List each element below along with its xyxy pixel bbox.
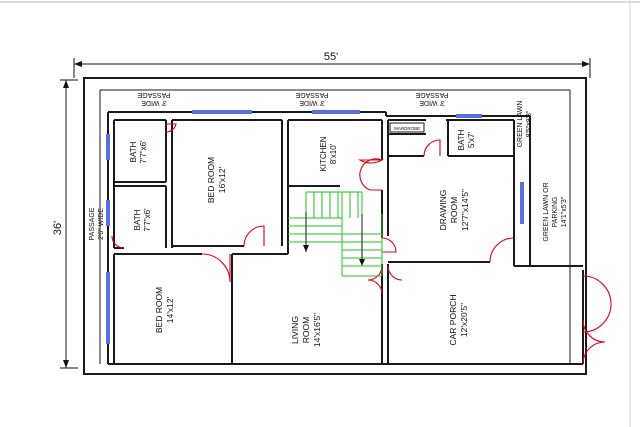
svg-text:14'x12': 14'x12': [165, 296, 175, 323]
width-label: 55': [324, 51, 338, 63]
top-passage-left: 3' WIDE PASSAGE: [137, 91, 170, 106]
windows: [106, 110, 524, 344]
room-bed-room-2: BED ROOM 14'x12': [154, 287, 175, 333]
plot-boundary: [83, 77, 587, 375]
room-bath-3: BATH 5'x7': [457, 129, 476, 150]
svg-text:BATH: BATH: [457, 129, 466, 150]
svg-text:14'1"x5'3": 14'1"x5'3": [561, 196, 568, 227]
svg-text:ROOM: ROOM: [449, 197, 459, 223]
svg-text:GREEN LAWN: GREEN LAWN: [517, 101, 524, 148]
svg-text:ROOM: ROOM: [301, 317, 311, 343]
room-kitchen: KITCHEN 8'x10': [319, 136, 338, 171]
room-drawing-room: DRAWING ROOM 12'7"x14'5": [438, 189, 470, 231]
svg-text:BED ROOM: BED ROOM: [154, 287, 164, 333]
svg-text:BATH: BATH: [133, 209, 142, 230]
svg-text:BED ROOM: BED ROOM: [206, 157, 216, 203]
green-lawn-parking: GREEN LAWN OR PARKING 14'1"x5'3": [543, 182, 568, 241]
top-passage-right: 3' WIDE PASSAGE: [415, 91, 448, 106]
svg-text:LIVING: LIVING: [290, 316, 300, 344]
green-lawn-small: GREEN LAWN 8'5"x8'3": [517, 101, 533, 148]
width-dimension: [73, 58, 591, 78]
svg-text:GREEN LAWN OR: GREEN LAWN OR: [543, 182, 550, 241]
svg-text:14'x16'5": 14'x16'5": [312, 313, 322, 347]
svg-text:5'x7': 5'x7': [467, 132, 476, 148]
svg-text:BATH: BATH: [129, 141, 138, 162]
svg-text:PASSAGE: PASSAGE: [89, 207, 96, 240]
svg-text:3' WIDE: 3' WIDE: [141, 99, 167, 106]
height-dimension: [60, 79, 78, 369]
room-bath-1: BATH 7'7"x6': [129, 140, 148, 164]
doors: [111, 123, 612, 363]
wardrobe: [389, 122, 425, 133]
svg-text:KITCHEN: KITCHEN: [319, 136, 328, 171]
svg-text:3' WIDE: 3' WIDE: [299, 99, 325, 106]
wardrobe-label: WARDROBE: [394, 126, 420, 131]
staircase: [288, 191, 383, 277]
svg-text:3' WIDE: 3' WIDE: [419, 99, 445, 106]
side-passage: PASSAGE 2'6" WIDE: [89, 207, 105, 240]
svg-text:2'6" WIDE: 2'6" WIDE: [98, 208, 105, 240]
room-living-room: LIVING ROOM 14'x16'5": [290, 313, 322, 347]
height-label: 36': [52, 221, 64, 235]
svg-text:8'x10': 8'x10': [329, 143, 338, 164]
svg-text:12'x20'5": 12'x20'5": [459, 303, 469, 337]
svg-text:16'x12': 16'x12': [217, 166, 227, 193]
svg-text:CAR PORCH: CAR PORCH: [448, 294, 458, 345]
svg-text:PARKING: PARKING: [552, 197, 559, 228]
svg-text:PASSAGE: PASSAGE: [295, 91, 328, 98]
svg-text:PASSAGE: PASSAGE: [415, 91, 448, 98]
svg-text:8'5"x8'3": 8'5"x8'3": [526, 110, 533, 137]
room-car-porch: CAR PORCH 12'x20'5": [448, 294, 469, 345]
room-bed-room-1: BED ROOM 16'x12': [206, 157, 227, 203]
svg-text:12'7"x14'5": 12'7"x14'5": [460, 189, 470, 231]
svg-text:7'7"x6': 7'7"x6': [139, 140, 148, 164]
svg-text:7'7"x6': 7'7"x6': [143, 208, 152, 232]
top-passage-middle: 3' WIDE PASSAGE: [295, 91, 328, 106]
svg-text:PASSAGE: PASSAGE: [137, 91, 170, 98]
room-bath-2: BATH 7'7"x6': [133, 208, 152, 232]
svg-text:DRAWING: DRAWING: [438, 190, 448, 231]
